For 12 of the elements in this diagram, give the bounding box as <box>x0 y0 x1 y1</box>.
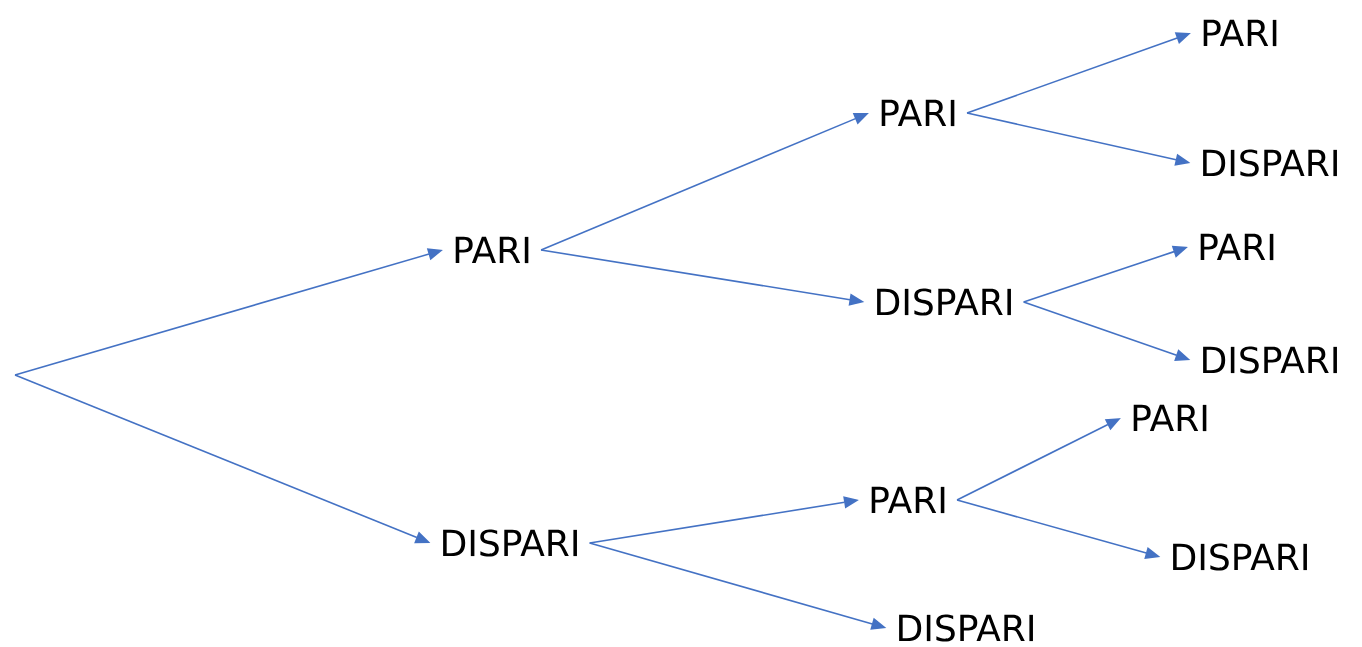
tree-label: DISPARI <box>899 614 1033 642</box>
tree-label: PARI <box>881 99 955 127</box>
tree-label: DISPARI <box>877 288 1011 316</box>
tree-label: PARI <box>1133 404 1207 432</box>
tree-label: DISPARI <box>1173 543 1307 571</box>
tree-label: DISPARI <box>443 529 577 557</box>
tree-label: PARI <box>1203 19 1277 47</box>
tree-label: PARI <box>1200 233 1274 261</box>
tree-label: DISPARI <box>1203 149 1337 177</box>
tree-label: DISPARI <box>1203 346 1337 374</box>
tree-label: PARI <box>455 236 529 264</box>
tree-label: PARI <box>871 486 945 514</box>
